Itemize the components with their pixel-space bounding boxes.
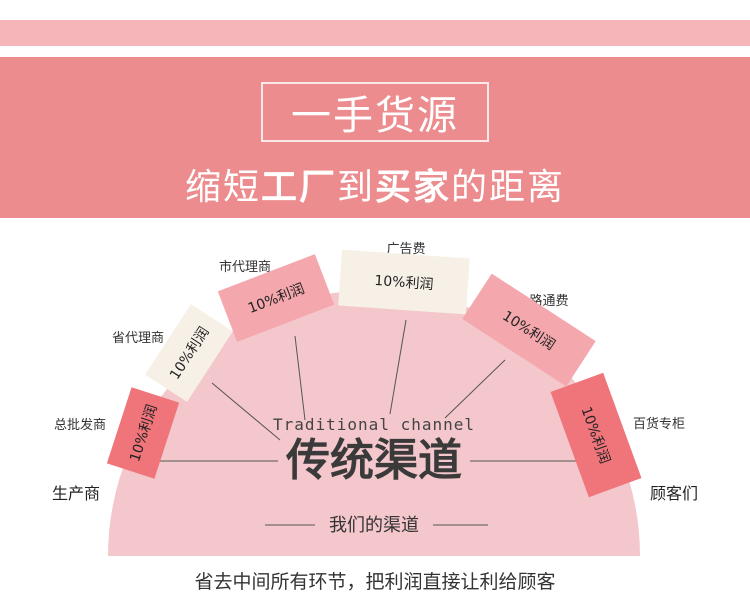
subtitle-part: 的距离 — [451, 167, 566, 208]
profit-block: 10%利润 — [106, 387, 180, 479]
segment-label: 市代理商 — [219, 259, 271, 275]
segment-label: 省代理商 — [112, 331, 164, 346]
page-subtitle: 缩短工厂到买家的距离 — [0, 158, 750, 210]
left-end-label: 生产商 — [52, 484, 100, 503]
subtitle-part-buyer: 买家 — [375, 167, 452, 208]
top-stripe — [0, 20, 750, 46]
page-title: 一手货源 — [291, 93, 459, 139]
channel-semicircle — [108, 290, 640, 556]
right-end-label: 顾客们 — [650, 484, 698, 503]
svg-text:10%利润: 10%利润 — [374, 273, 434, 293]
channel-diagram: Traditional channel 传统渠道 我们的渠道 生产商 顾客们 总… — [52, 242, 698, 556]
page-title-box: 一手货源 — [261, 82, 489, 142]
our-channel-label: 我们的渠道 — [329, 515, 419, 536]
profit-block: 10%利润 — [462, 273, 596, 387]
segment-label: 广告费 — [386, 242, 425, 257]
profit-block: 10%利润 — [338, 249, 470, 315]
subtitle-part: 缩短 — [184, 167, 261, 208]
profit-block: 10%利润 — [550, 372, 642, 498]
channel-english: Traditional channel — [273, 415, 475, 434]
spokes — [152, 319, 580, 526]
segment-label: 百货专柜 — [633, 416, 685, 432]
channel-title: 传统渠道 — [285, 435, 462, 486]
profit-block: 10%利润 — [145, 304, 233, 402]
footer-text: 省去中间所有环节，把利润直接让利给顾客 — [194, 571, 556, 593]
subtitle-part: 到 — [336, 167, 375, 208]
segment-label: 总批发商 — [54, 417, 106, 433]
subtitle-part-factory: 工厂 — [260, 167, 337, 208]
profit-block: 10%利润 — [217, 254, 335, 342]
